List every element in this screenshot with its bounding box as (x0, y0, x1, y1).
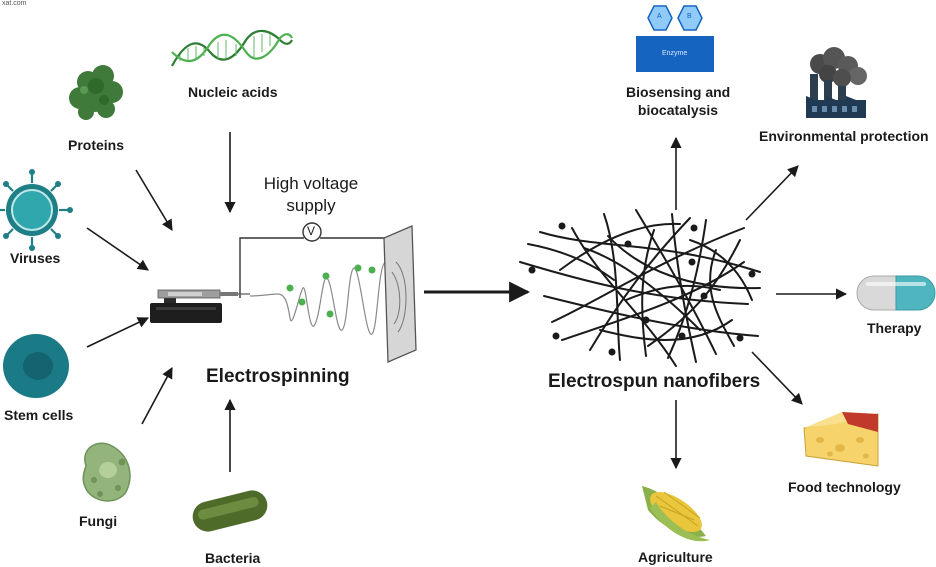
cheese-icon (803, 412, 879, 467)
arrow-food (751, 351, 803, 405)
enzyme-label: Enzyme (662, 50, 688, 57)
input-arrows (86, 132, 236, 472)
substrate-a-label: A (657, 13, 662, 20)
arrow-fungi (141, 367, 173, 425)
label-food-technology: Food technology (788, 479, 901, 495)
syringe-pump-icon (150, 289, 250, 323)
label-stem-cells: Stem cells (4, 407, 74, 423)
label-biosensing: Biosensing and biocatalysis (626, 83, 730, 119)
voltmeter-icon (302, 222, 322, 242)
label-therapy: Therapy (867, 320, 922, 336)
corn-icon (642, 486, 710, 542)
virus-icon (0, 169, 73, 251)
output-arrows (670, 136, 848, 470)
bacteria-icon (192, 490, 268, 532)
label-nucleic-acids: Nucleic acids (188, 84, 278, 100)
label-proteins: Proteins (68, 137, 125, 153)
substrate-b-label: B (687, 13, 692, 20)
nanofiber-mesh (519, 209, 761, 367)
arrow-viruses (86, 227, 149, 271)
fungi-icon (82, 442, 131, 502)
high-voltage-supply-label: High voltage supply (250, 173, 372, 217)
collector-plate (383, 225, 417, 363)
arrow-proteins (135, 169, 173, 231)
biosensing-line-1: Biosensing and (626, 84, 731, 100)
nanofiber-beads (528, 222, 756, 356)
droplets (286, 264, 376, 318)
label-fungi: Fungi (79, 513, 118, 529)
label-agriculture: Agriculture (638, 549, 713, 565)
nanofibers-title: Electrospun nanofibers (548, 371, 761, 392)
supply-line-1: High voltage (263, 174, 359, 193)
stem-cell-icon (3, 334, 69, 398)
label-environmental: Environmental protection (759, 128, 929, 144)
electrospinning-jet (249, 261, 387, 335)
capsule-icon (856, 275, 936, 311)
dna-helix-icon (171, 29, 293, 67)
biosensing-line-2: biocatalysis (637, 102, 719, 118)
factory-icon (806, 47, 867, 118)
voltage-circuit (239, 237, 388, 298)
label-viruses: Viruses (10, 250, 61, 266)
voltmeter-label: V (307, 224, 316, 238)
protein-icon (69, 65, 123, 120)
electrospinning-title: Electrospinning (206, 366, 350, 387)
supply-line-2: supply (286, 196, 336, 215)
enzyme-icon (636, 5, 714, 72)
label-bacteria: Bacteria (205, 550, 261, 566)
watermark-text: xat.com (2, 0, 27, 7)
arrow-stem-cells (86, 317, 150, 348)
arrow-environmental (745, 165, 799, 221)
